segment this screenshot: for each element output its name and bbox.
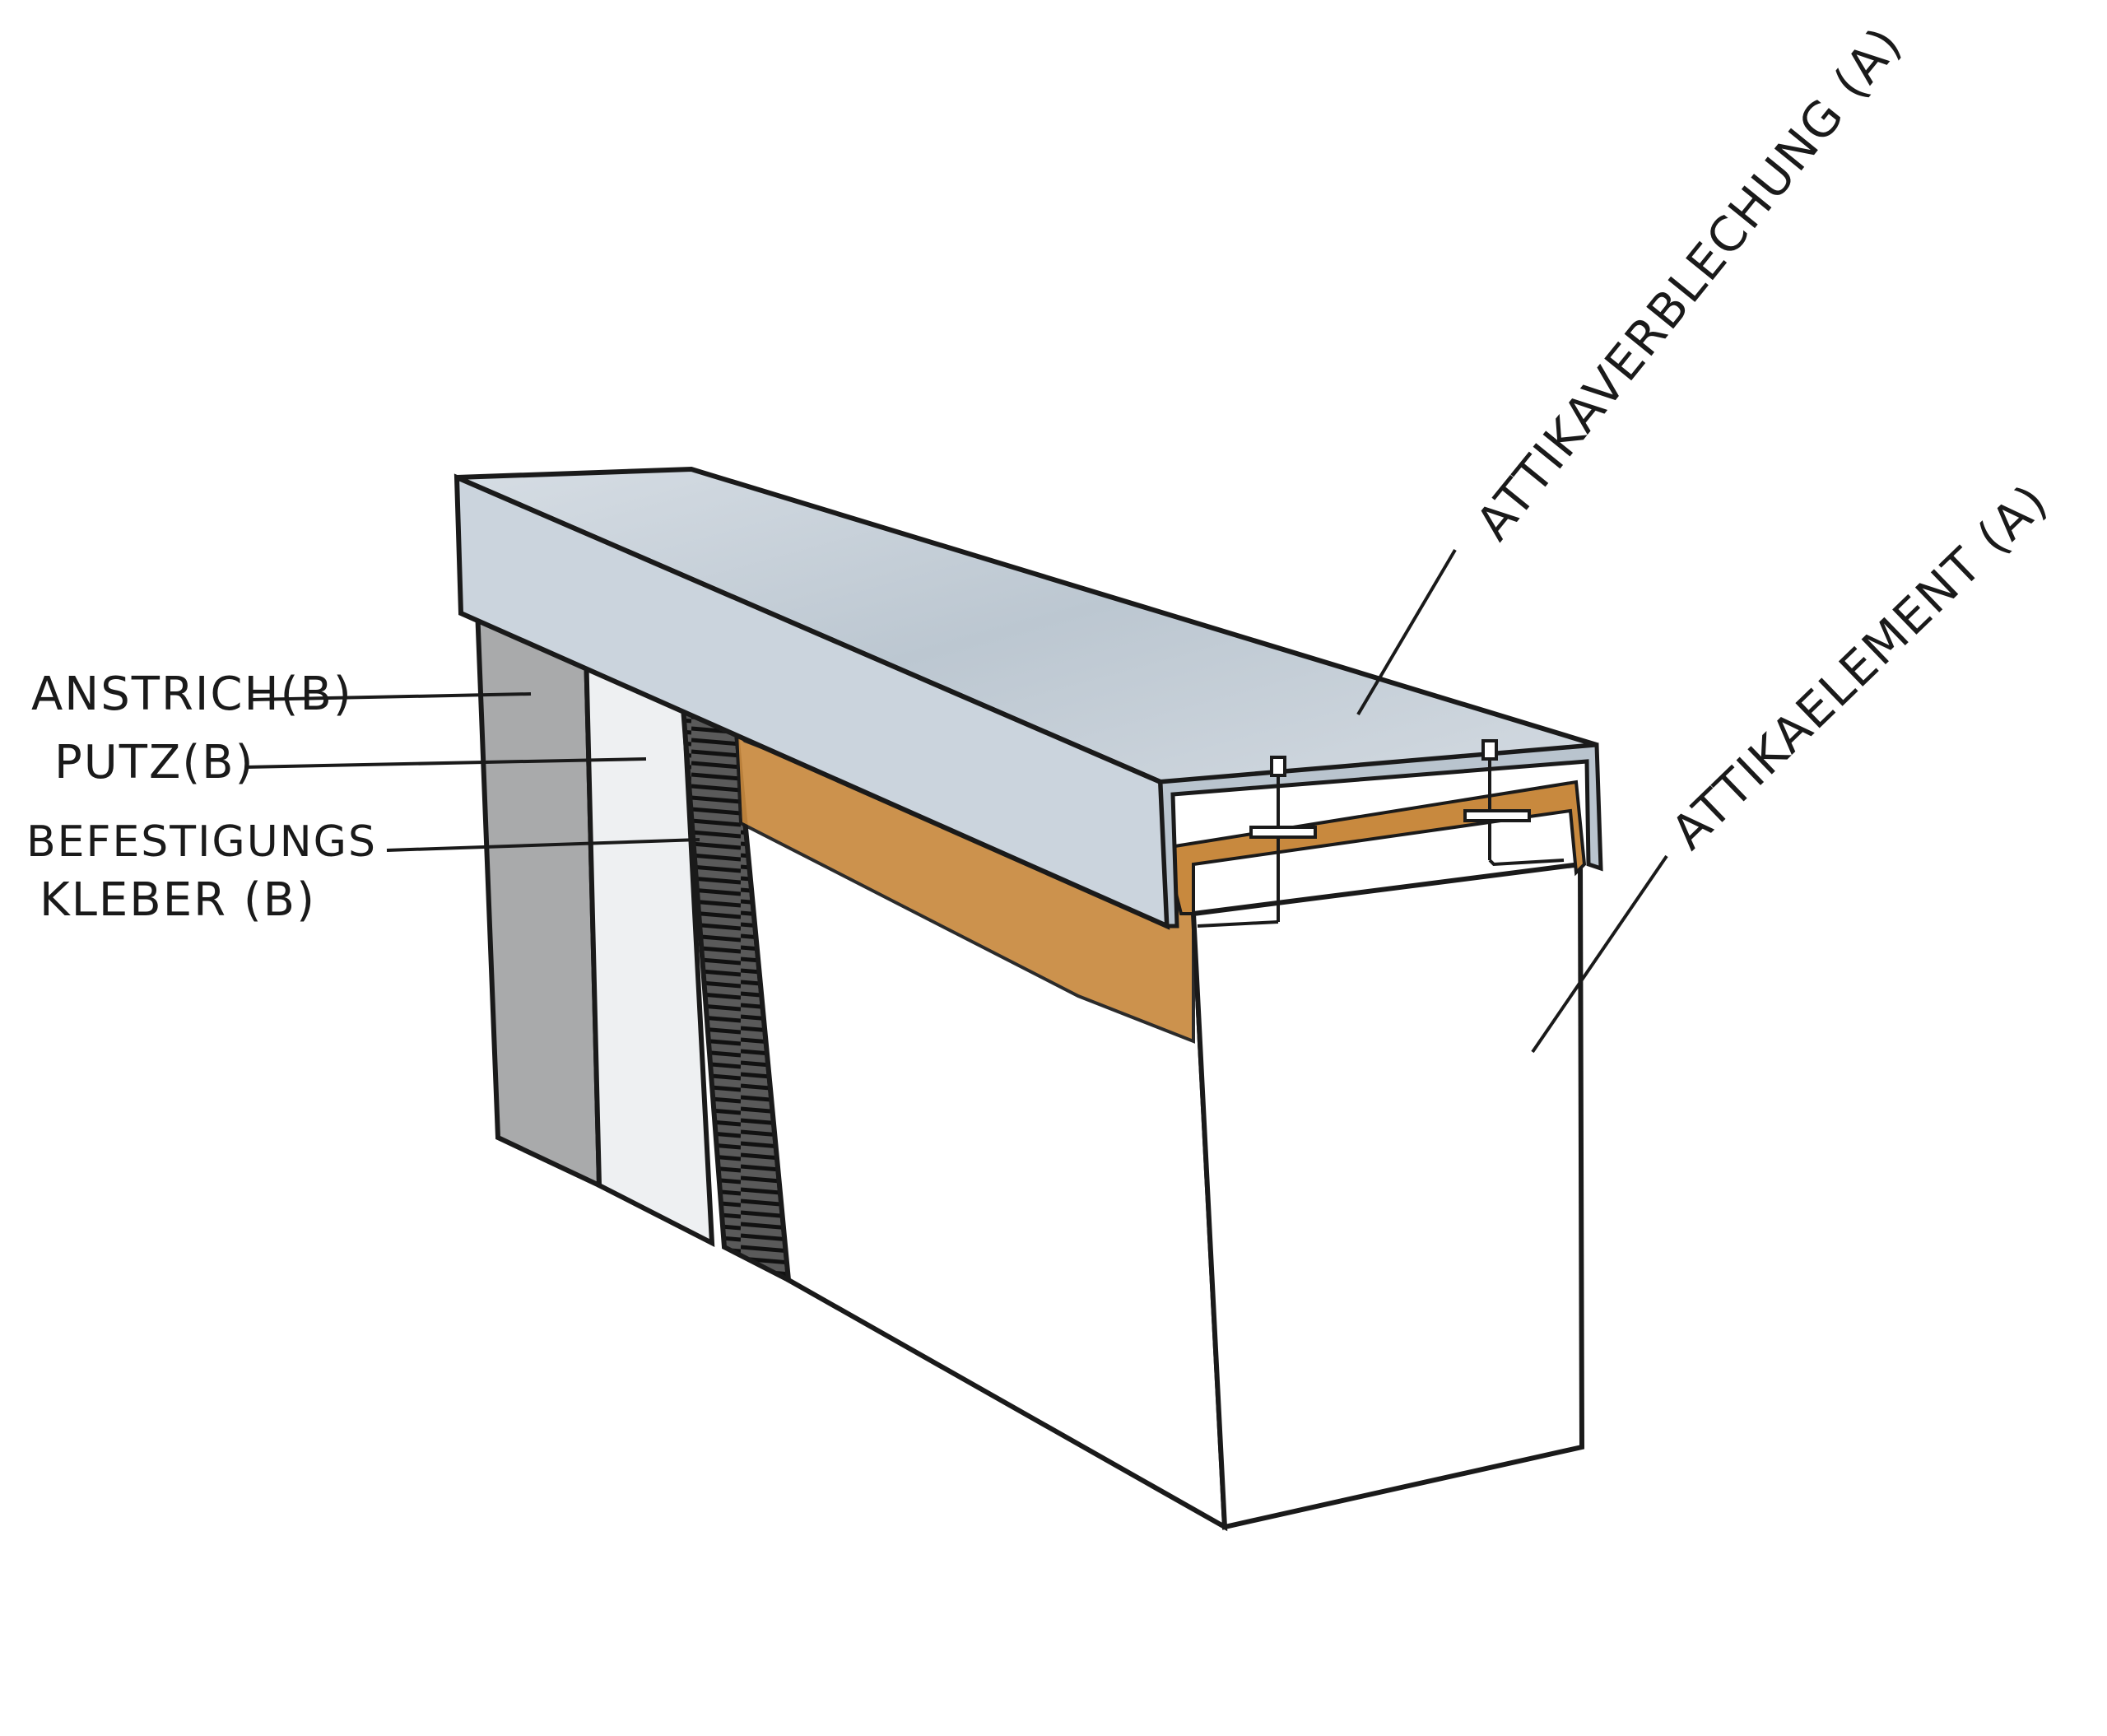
attikaelement-end-face xyxy=(1190,861,1585,1530)
leader-attikaelement xyxy=(1531,854,1668,1054)
label-befestigung-line1: BEFESTIGUNGS xyxy=(26,817,377,867)
label-befestigung-line2: KLEBER (B) xyxy=(40,873,316,927)
label-attikaelement: ATTIKAELEMENT (A) xyxy=(1660,472,2058,860)
leader-putz xyxy=(244,757,647,769)
leader-attikaverblechung xyxy=(1356,548,1457,716)
label-anstrich: ANSTRICH(B) xyxy=(31,668,353,721)
leader-anstrich xyxy=(250,692,532,701)
fastener-left xyxy=(1197,756,1317,928)
label-attikaverblechung: ATTIKAVERBLECHUNG (A) xyxy=(1465,16,1913,551)
attikaverblechung-end-profile xyxy=(1158,742,1603,929)
leader-befestigungskleber xyxy=(386,838,700,852)
fastener-right xyxy=(1463,739,1565,867)
label-putz: PUTZ(B) xyxy=(54,736,254,789)
